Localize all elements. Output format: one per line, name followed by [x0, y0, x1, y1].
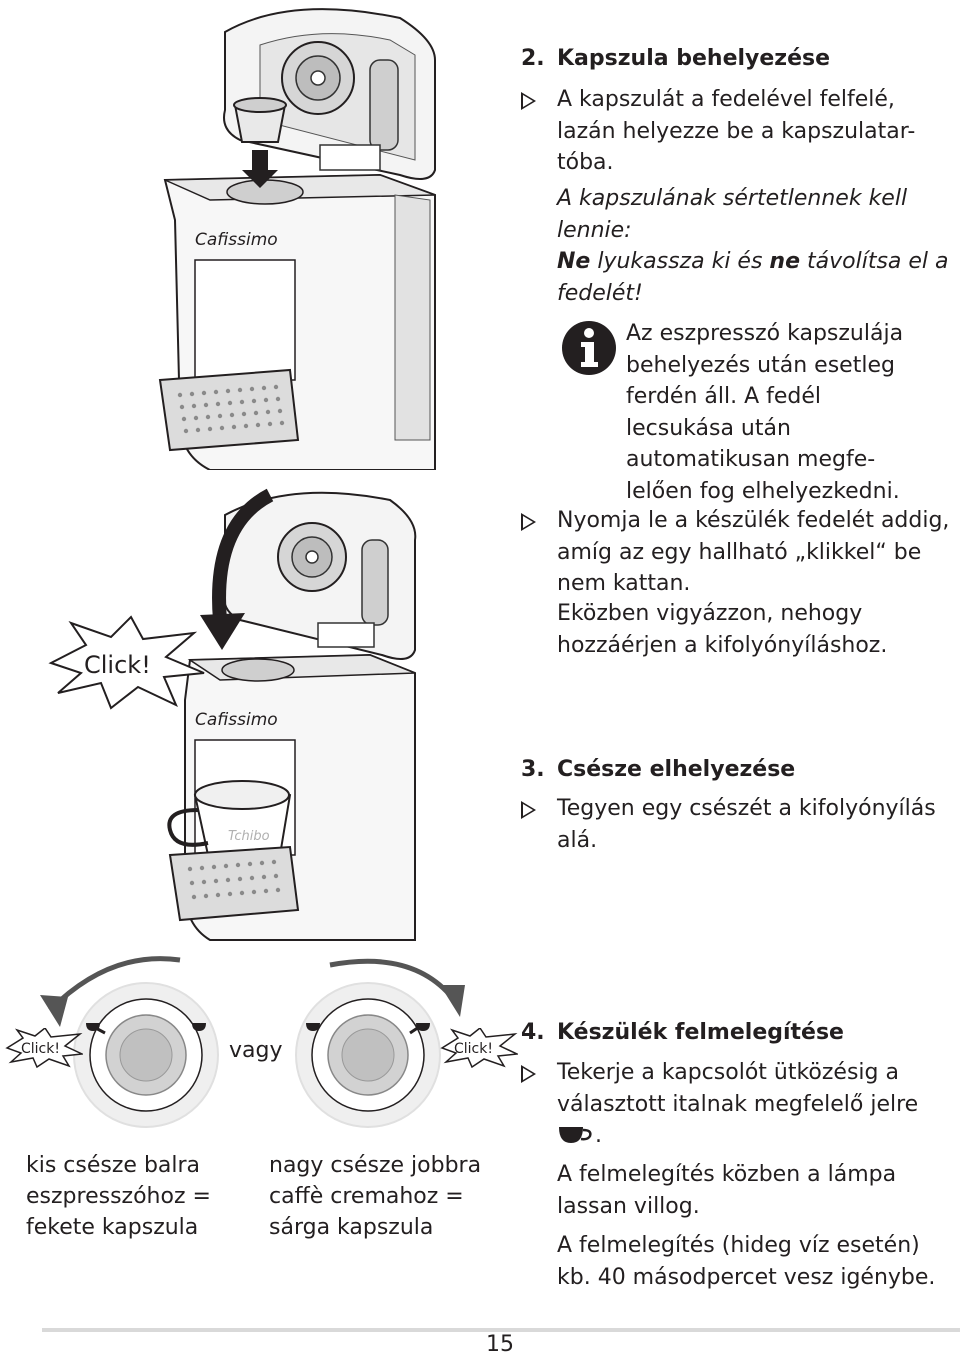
instruction-note: Eközben vigyázzon, nehogy hozzáérjen a k…	[557, 601, 888, 658]
instruction-text: .	[595, 1123, 602, 1148]
section-title: Csésze elhelyezése	[557, 757, 796, 782]
section-title: Készülék felmelegítése	[557, 1020, 844, 1045]
caption-right: nagy csésze jobbra caffè cremahoz = sárg…	[269, 1150, 481, 1243]
instruction-text: Tekerje a kapcsolót ütközésig a választo…	[557, 1060, 919, 1117]
caption-left-line: eszpresszóhoz =	[26, 1184, 211, 1209]
warning-emphasis: ne	[769, 249, 801, 274]
caption-right-line: sárga kapszula	[269, 1215, 434, 1240]
warning-text: A kapszulának sértetlennek kell lennie: …	[557, 183, 957, 309]
click-burst-small-right: Click!	[440, 1028, 518, 1068]
cup-icon	[559, 1127, 592, 1143]
caption-right-line: caffè cremahoz =	[269, 1184, 464, 1209]
click-label-small: Click!	[21, 1041, 60, 1057]
instruction-step: Tegyen egy csészét a kifolyónyílás alá.	[557, 796, 936, 853]
small-cup-icon	[306, 1023, 320, 1031]
click-label: Click!	[84, 651, 151, 679]
caption-left-line: kis csésze balra	[26, 1153, 201, 1178]
click-burst-small-left: Click!	[5, 1028, 83, 1068]
info-icon	[562, 321, 616, 375]
caption-right-line: nagy csésze jobbra	[269, 1153, 482, 1178]
or-label: vagy	[229, 1038, 283, 1063]
cup-brand: Tchibo	[228, 829, 270, 844]
section-number: 4.	[521, 1020, 545, 1045]
page-number: 15	[486, 1332, 514, 1357]
triangle-bullet-icon	[521, 801, 536, 819]
section-number: 3.	[521, 757, 545, 782]
warning-line: A kapszulának sértetlennek kell lennie:	[557, 186, 908, 243]
click-burst-large: Click!	[48, 615, 205, 710]
footer-divider	[42, 1328, 960, 1332]
instruction-note: A felmelegítés (hideg víz esetén) kb. 40…	[557, 1233, 936, 1290]
info-note: Az eszpresszó kapszulája behelyezés után…	[626, 321, 904, 504]
dial-illustration-right: 0	[295, 958, 465, 1128]
triangle-bullet-icon	[521, 1065, 536, 1083]
warning-text-part: távolítsa el a fedelét!	[557, 249, 949, 306]
section-title: Kapszula behelyezése	[557, 46, 831, 71]
click-label-small: Click!	[454, 1041, 493, 1057]
triangle-bullet-icon	[521, 92, 536, 110]
warning-line: Ne lyukassza ki és ne távolítsa el a fed…	[557, 246, 957, 309]
brand-logo: Cafissimo	[195, 230, 278, 250]
instruction-step: Nyomja le a készülék fedelét addig, amíg…	[557, 508, 950, 596]
dial-illustration-left: 0	[40, 956, 219, 1128]
caption-left-line: fekete kapszula	[26, 1215, 199, 1240]
warning-text-part: lyukassza ki és	[590, 249, 770, 274]
large-cup-icon	[192, 1023, 206, 1031]
large-cup-icon	[416, 1023, 430, 1031]
instruction-step: A kapszulát a fedelével felfelé, lazán h…	[557, 87, 916, 175]
instruction-step: Tekerje a kapcsolót ütközésig a választo…	[557, 1057, 957, 1152]
warning-emphasis: Ne	[557, 249, 591, 274]
small-cup-icon	[86, 1023, 100, 1031]
section-number: 2.	[521, 46, 545, 71]
caption-left: kis csésze balra eszpresszóhoz = fekete …	[26, 1150, 211, 1243]
instruction-note: A felmelegítés közben a lámpa lassan vil…	[557, 1162, 897, 1219]
machine-illustration-capsule-insert: Cafissimo	[158, 8, 436, 470]
brand-logo: Cafissimo	[195, 710, 278, 730]
machine-illustration-close-lid: Cafissimo Tchibo	[167, 488, 417, 941]
triangle-bullet-icon	[521, 513, 536, 531]
